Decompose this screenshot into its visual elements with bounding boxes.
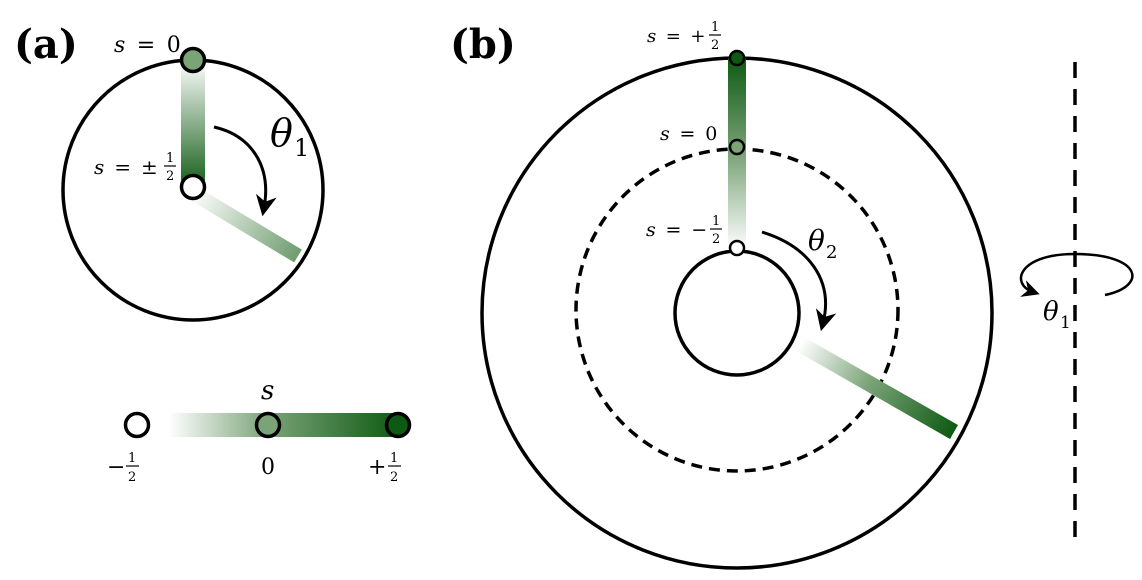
panel-a-label-s0: s = 0 [114,32,181,58]
svg-text:2: 2 [712,232,720,247]
plus-sign: + [690,26,705,47]
panel-a-diagonal-segment [189,186,302,263]
svg-text:1: 1 [390,451,398,466]
colorbar-title-s: s [261,376,274,406]
frac-num: 1 [166,151,174,166]
colorbar-tick-zero: 0 [261,455,275,480]
value-zero: 0 [705,123,717,145]
frac-den: 2 [166,169,174,184]
colorbar-tick-plus-half: + 1 2 [368,451,401,485]
svg-text:1: 1 [128,451,136,466]
var-s: s [660,123,670,145]
rotation-axis-theta1-label: θ 1 [1043,297,1071,333]
panel-a-node-shalf [179,173,207,201]
panel-b-label-s-plus-half: s = + 1 2 [647,20,721,53]
var-s: s [94,155,104,179]
eq-sign: = [114,155,131,179]
panel-b-label-s-minus-half: s = − 1 2 [646,214,722,247]
theta-subscript: 1 [294,134,309,162]
svg-text:+: + [368,455,386,480]
minus-sign: − [691,219,707,241]
panel-b-node-zero [728,138,746,156]
theta-symbol: θ [808,224,825,257]
svg-text:s = +: s = + [647,26,705,47]
panel-b-node-plus-half [728,49,746,67]
value-zero: 0 [167,33,181,58]
theta-symbol: θ [1043,297,1059,327]
eq-sign: = [137,33,155,58]
rotation-axis: θ 1 [1019,62,1134,548]
svg-text:−: − [107,455,125,480]
colorbar-tick-minus-half: − 1 2 [107,451,139,485]
panel-b-label-s0: s = 0 [660,123,717,145]
panel-a-vertical-segment [181,60,205,190]
panel-a-theta1-label: θ 1 [270,111,309,162]
rotation-loop-icon [1019,252,1134,297]
svg-text:s = ±: s = ± [94,155,158,179]
colorbar-node-zero [254,411,282,439]
panel-a-diagram: s = 0 s = ± 1 2 θ 1 [61,32,325,322]
theta-subscript: 2 [826,242,837,263]
panel-a-label-s-pm-half: s = ± 1 2 [94,151,176,184]
panel-a-label: (a) [14,21,78,68]
theta-symbol: θ [270,111,293,155]
var-s: s [647,26,656,47]
panel-b-inner-circle [673,249,801,377]
rotation-arrow-icon [761,230,837,332]
colorbar-legend: s − 1 2 0 + 1 2 [107,376,412,485]
var-s: s [114,33,125,58]
plusminus-sign: ± [141,155,158,179]
colorbar-node-minus-half [123,411,151,439]
panel-a-node-s0 [179,46,207,74]
eq-sign: = [666,219,682,241]
var-s: s [646,219,656,241]
eq-sign: = [680,123,696,145]
panel-b-diagonal-segment [796,337,958,439]
svg-text:1: 1 [711,20,719,35]
svg-text:2: 2 [128,470,136,485]
svg-text:2: 2 [711,38,719,53]
panel-b-label: (b) [450,21,516,68]
svg-text:s = −: s = − [646,219,707,241]
eq-sign: = [666,26,681,47]
rotation-arrow-icon [213,125,277,217]
svg-text:1: 1 [712,214,720,229]
panel-b-theta2-label: θ 2 [808,224,837,263]
panel-b-diagram: s = + 1 2 s = 0 s = − 1 2 θ [480,20,994,570]
svg-text:2: 2 [390,470,398,485]
colorbar-node-plus-half [384,411,412,439]
theta-subscript: 1 [1060,313,1071,333]
panel-b-node-minus-half [728,239,746,257]
